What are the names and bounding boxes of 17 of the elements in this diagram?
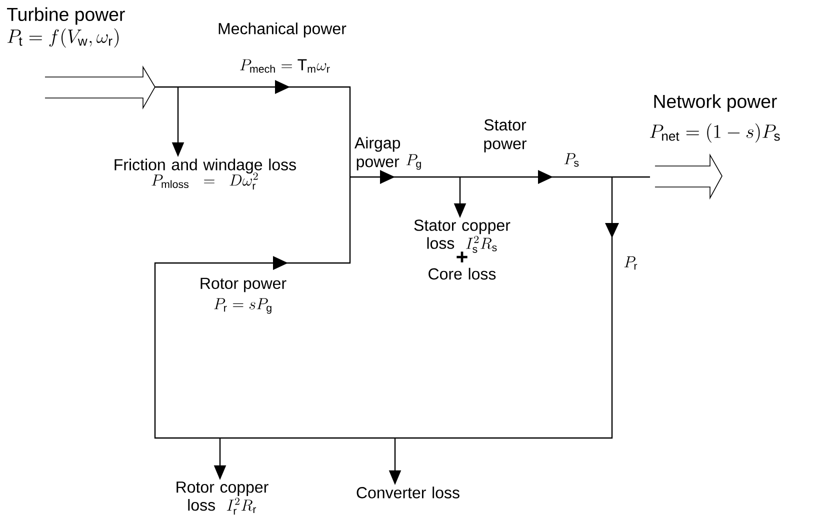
- text-label: Airgap power: [354, 136, 400, 170]
- text-label: Stator power: [484, 119, 527, 152]
- text-label: Rotor power: [200, 278, 286, 292]
- loss-label: Friction and windage loss $P_\mathrm{mloss} = D\omega_\mathrm{r}^2$: [114, 158, 296, 190]
- formula-label: $P_\mathrm{t} = f(V_\mathrm{w}, \omega_\mathrm{r})$: [8, 28, 119, 48]
- loss-label: Rotor copper loss $I_\mathrm{r}^2R_\mathrm{r}$: [176, 482, 268, 515]
- text-label: Mechanical power: [218, 22, 346, 38]
- text-label: Network power: [654, 94, 777, 112]
- formula-label: $P_\mathrm{r}$: [624, 256, 638, 270]
- formula-label: $P_\mathrm{r} = sP_\mathrm{g}$: [214, 298, 272, 314]
- formula-label: $P_\mathrm{net} = (1-s)P_\mathrm{s}$: [650, 123, 780, 143]
- text-label: Turbine power: [7, 7, 125, 25]
- formula-label: $P_\mathrm{g}$: [406, 154, 421, 170]
- loss-label: Converter loss: [356, 486, 460, 498]
- formula-label: $P_\mathrm{s}$: [564, 153, 579, 167]
- loss-label: Stator copper loss $I_\mathrm{s}^2R_\mathrm{s}$ + Core loss: [414, 220, 510, 280]
- formula-label: $P_\mathrm{mech} = \mathrm{T}_\mathrm{m}\omega_\mathrm{r}$: [240, 59, 330, 73]
